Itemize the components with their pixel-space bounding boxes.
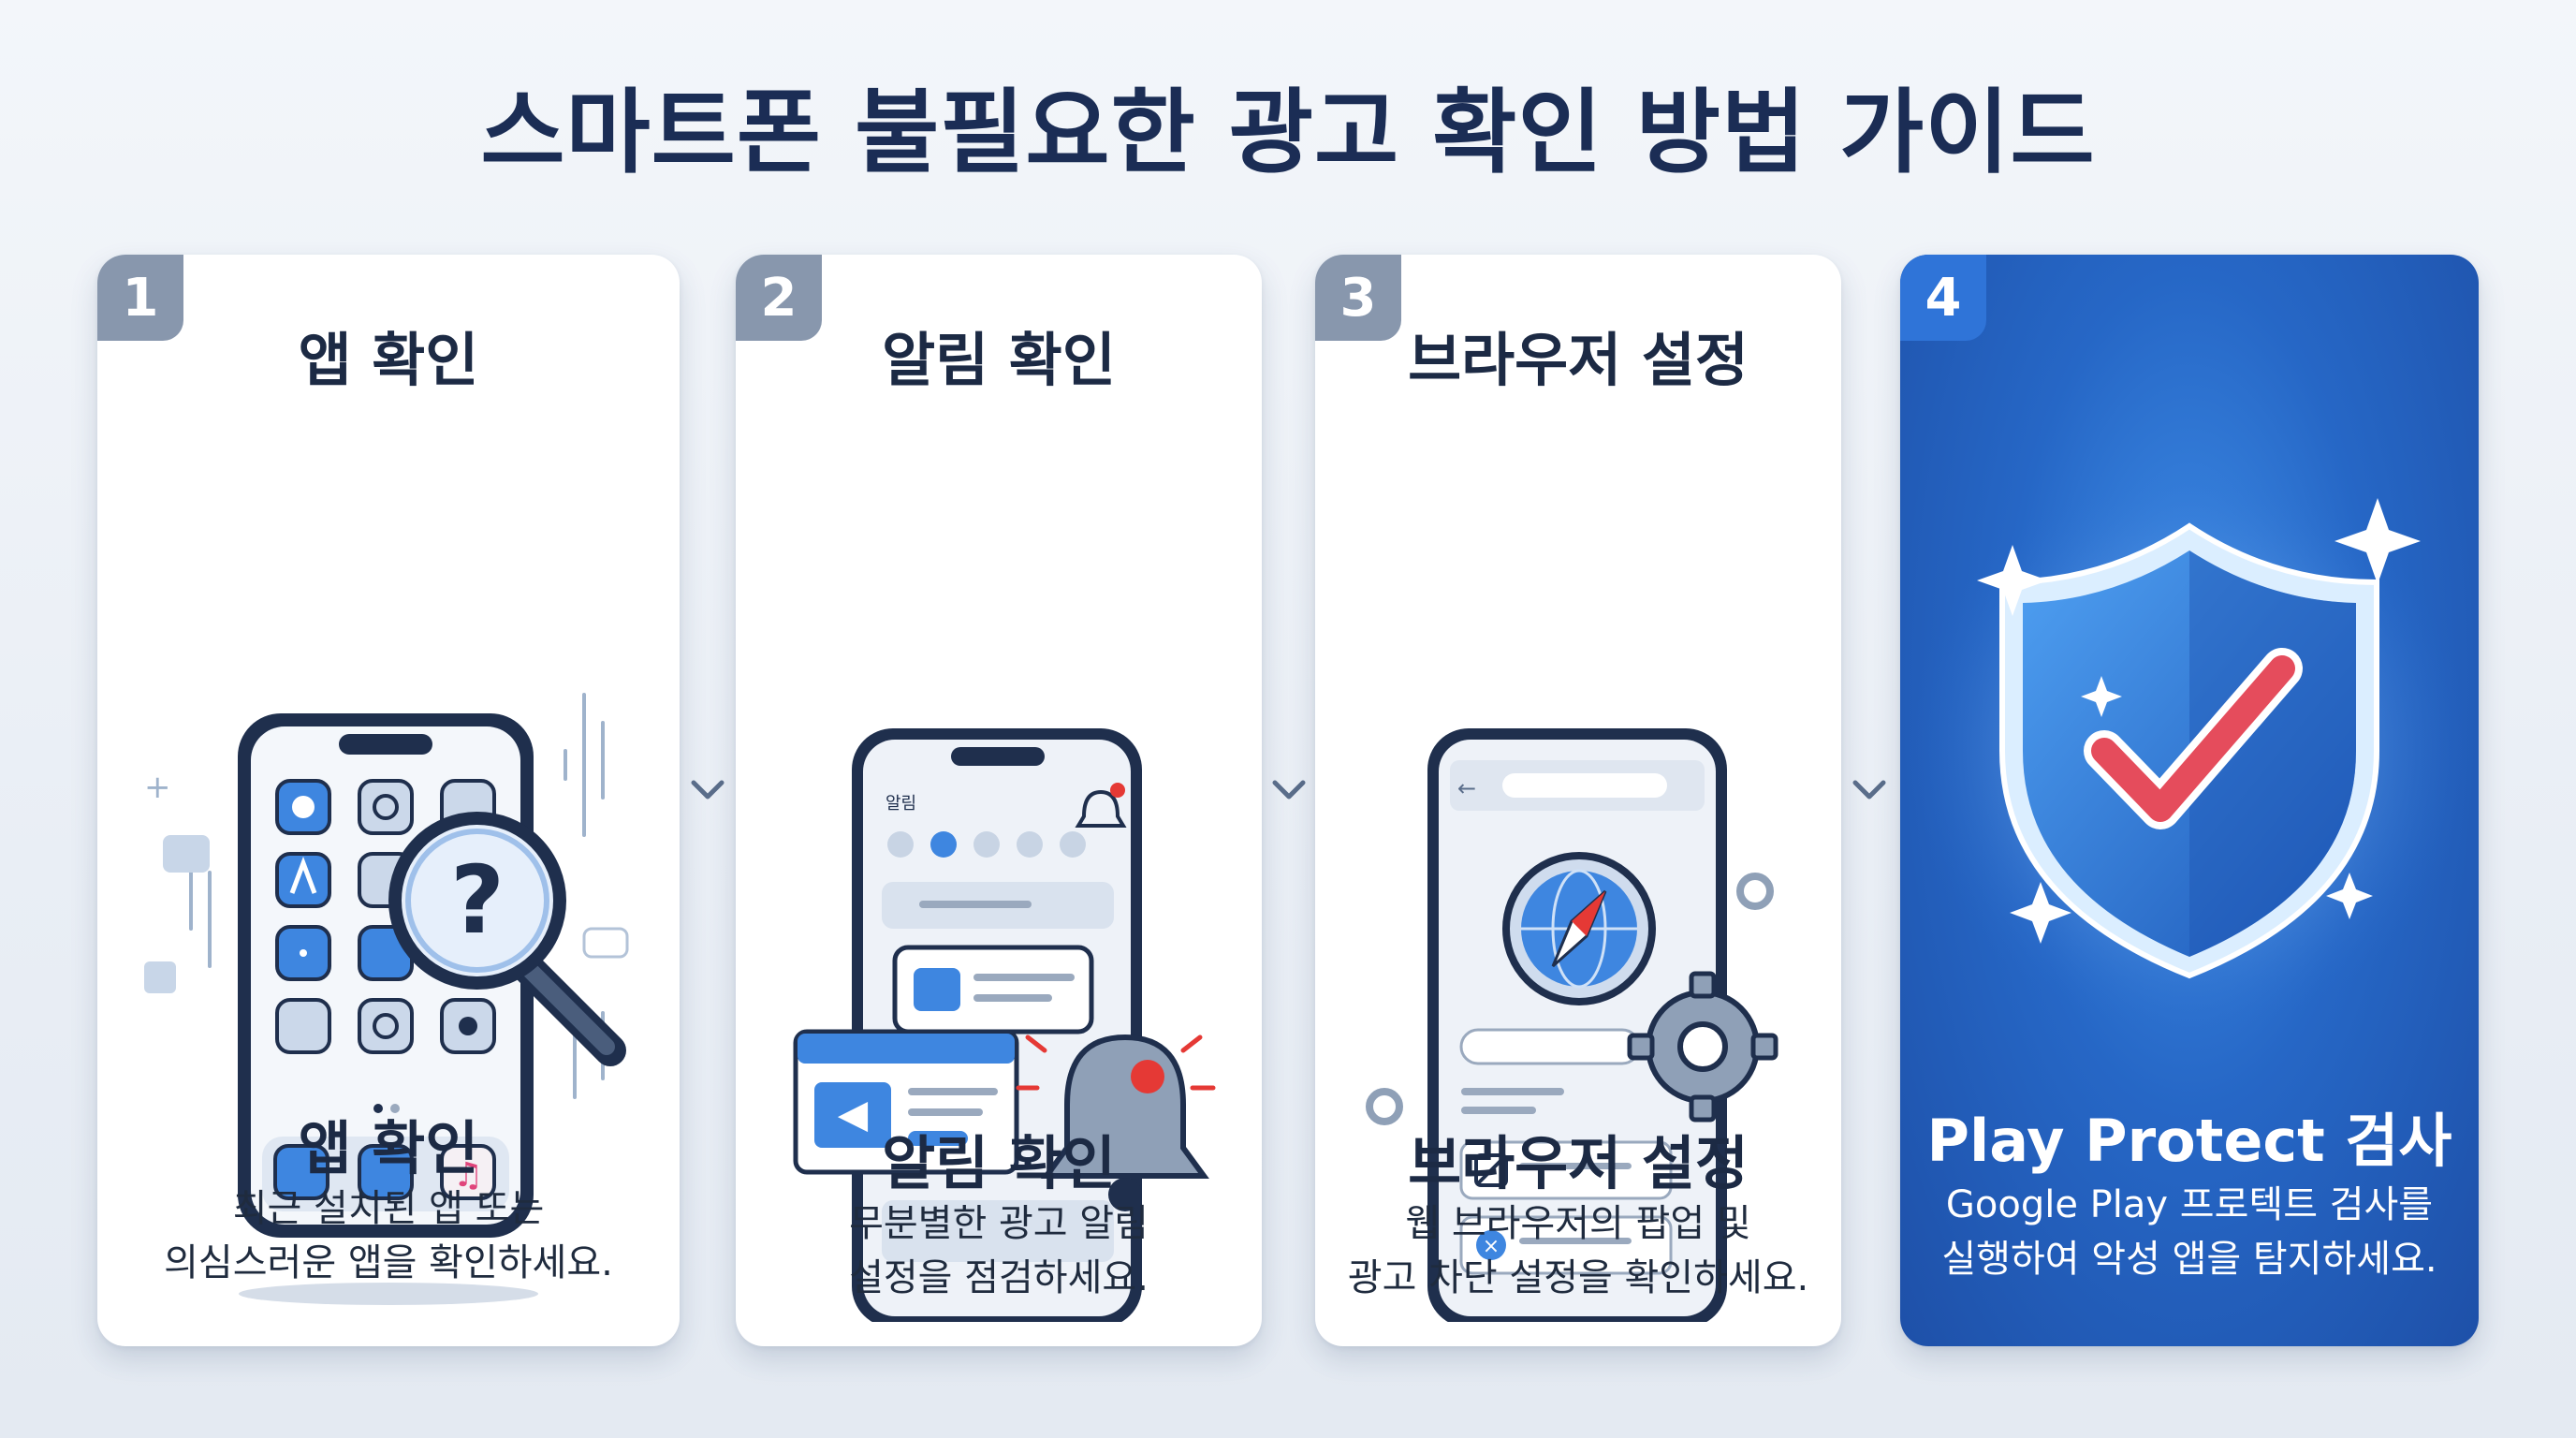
step-title: 알림 확인 — [882, 1129, 1116, 1197]
app-check-illustration: + — [144, 693, 629, 1305]
app-store-icon — [275, 852, 331, 908]
step-description: 최근 설치된 앱 또는 의심스러운 앱을 확인하세요. — [164, 1187, 613, 1284]
page-title: 스마트폰 불필요한 광고 확인 방법 가이드 — [480, 80, 2096, 186]
magnifier-question-icon: ? — [388, 812, 626, 1066]
chevron-down-icon — [1272, 780, 1306, 800]
svg-text:+: + — [144, 769, 171, 806]
svg-text:×: × — [1483, 1235, 1500, 1258]
step-card-1[interactable]: 1 앱 확인 + — [97, 255, 680, 1346]
screen-label: 알림 — [886, 794, 916, 814]
chevron-down-icon — [691, 780, 724, 800]
step-card-2[interactable]: 2 알림 확인 알림 ◀ — [736, 255, 1262, 1346]
step-number-badge: 3 — [1315, 255, 1401, 341]
step-description: Google Play 프로텍트 검사를 실행하여 악성 앱을 탐지하세요. — [1941, 1183, 2437, 1281]
shield-check-icon — [1999, 522, 2379, 979]
gear-icon — [1627, 971, 1778, 1123]
notification-check-illustration: 알림 ◀ — [793, 728, 1216, 1322]
megaphone-icon — [914, 968, 960, 1011]
step-card-4[interactable]: 4 Play Protect 검사 — [1900, 255, 2479, 1346]
phone-icon — [273, 1144, 329, 1200]
step-top-title: 브라우저 설정 — [1408, 326, 1749, 394]
step-description: 무분별한 광고 알림 설정을 점검하세요. — [849, 1202, 1149, 1299]
svg-text:♫: ♫ — [453, 1156, 483, 1195]
close-circle-icon — [1476, 1230, 1506, 1260]
step-top-title: 알림 확인 — [882, 326, 1116, 394]
step-number-badge: 2 — [736, 255, 822, 341]
notification-dot-icon — [1110, 783, 1125, 798]
chevron-down-icon — [1852, 780, 1886, 800]
step-title: 브라우저 설정 — [1408, 1129, 1749, 1197]
contacts-app-icon — [358, 779, 414, 835]
step-title: 앱 확인 — [298, 1114, 479, 1182]
step-card-3[interactable]: 3 브라우저 설정 ← — [1315, 255, 1841, 1346]
link-app-icon — [275, 998, 331, 1054]
svg-text:←: ← — [1457, 775, 1476, 801]
bell-icon — [1075, 789, 1127, 828]
step-top-title: 앱 확인 — [298, 326, 479, 394]
browser-settings-illustration: ← × — [1366, 728, 1778, 1322]
gear-app-icon — [358, 998, 414, 1054]
step-number-badge: 4 — [1900, 255, 1986, 341]
play-protect-illustration — [1909, 470, 2470, 1032]
step-number-badge: 1 — [97, 255, 183, 341]
music-icon — [440, 1144, 496, 1200]
compass-globe-icon — [1502, 852, 1656, 1005]
step-title: Play Protect 검사 — [1926, 1107, 2452, 1175]
step-description: 웹 브라우저의 팝업 및 광고 차단 설정을 확인하세요. — [1347, 1202, 1809, 1299]
svg-text:◀: ◀ — [838, 1091, 869, 1137]
sparkle-icon — [1977, 498, 2421, 944]
message-icon — [358, 1144, 414, 1200]
svg-text:?: ? — [450, 845, 505, 955]
